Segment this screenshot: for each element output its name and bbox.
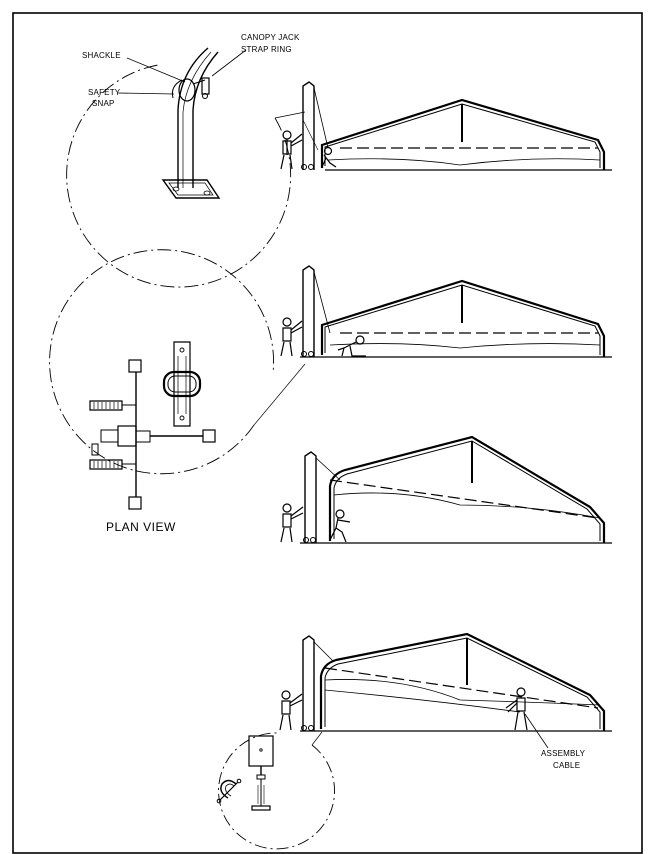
detail-circle-plan-view: [49, 249, 306, 510]
callout-leaders-1: [117, 49, 247, 95]
label-canopy-jack-1: CANOPY JACK: [241, 33, 300, 42]
label-plan-view: PLAN VIEW: [106, 520, 176, 534]
step-4-tent: [300, 632, 612, 732]
step-1-tent: [301, 81, 612, 171]
detail-circle-base-shackle: [216, 731, 335, 850]
label-canopy-jack-2: STRAP RING: [241, 45, 292, 54]
step-4-worker-right: [505, 687, 528, 731]
step-4-worker-left: [279, 690, 303, 731]
label-assembly-cable-2: CABLE: [553, 761, 580, 770]
step-1-worker-left: [280, 130, 303, 170]
step-3-worker-left: [280, 503, 304, 543]
step-2-tent: [300, 265, 612, 358]
label-safety-snap-2: SNAP: [92, 99, 115, 108]
step-3-worker-kneel: [329, 509, 351, 543]
step-2-worker-kneel: [337, 335, 366, 357]
sheet-border: [12, 12, 643, 854]
step-2-worker-left: [280, 317, 303, 357]
step-1-worker-crouch: [321, 146, 337, 168]
detail-circle-strap-ring: [66, 47, 306, 288]
label-safety-snap-1: SAFETY: [88, 88, 121, 97]
step-3-tent: [300, 435, 612, 544]
callout-leader-assembly-cable: [524, 713, 549, 749]
label-shackle: SHACKLE: [82, 51, 121, 60]
label-assembly-cable-1: ASSEMBLY: [541, 749, 586, 758]
